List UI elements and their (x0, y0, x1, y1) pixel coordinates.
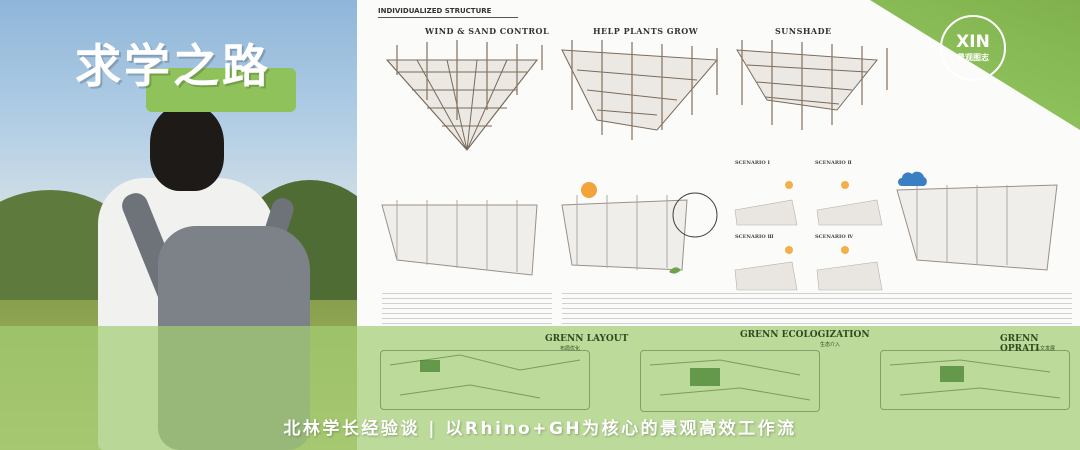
title-highlight (146, 68, 296, 112)
paragraph-block (382, 293, 552, 325)
person-head (150, 105, 224, 191)
structure-drawings (381, 40, 1058, 291)
site-map (880, 350, 1070, 410)
site-map (640, 350, 820, 412)
footer-caption: 北林学长经验谈 | 以Rhino+GH为核心的景观高效工作流 (283, 419, 797, 439)
panel-title-sunshade: SUNSHADE (775, 26, 832, 36)
section-subtitle-ecology: 生态介入 (820, 342, 841, 348)
site-map (380, 350, 590, 410)
divider (378, 17, 518, 18)
paragraph-block (902, 293, 1072, 325)
cover-title: 求学之路 (75, 39, 271, 93)
scenario-label: SCENARIO Ⅲ (735, 234, 774, 240)
panel-title-plants: HELP PLANTS GROW (593, 26, 699, 36)
paragraph-block (562, 293, 732, 325)
panel-title-wind: WIND & SAND CONTROL (425, 26, 550, 36)
section-subtitle-layout: 布局优化 (560, 346, 581, 352)
section-title-ecology: GRENN ECOLOGIZATION (740, 330, 870, 340)
badge-sub-text: 景观图志 (957, 53, 989, 62)
section-title-layout: GRENN LAYOUT (545, 334, 629, 344)
poster-section-title: INDIVIDUALIZED STRUCTURE (378, 7, 492, 15)
badge-main-text: XIN (956, 32, 990, 52)
scenario-label: SCENARIO Ⅰ (735, 160, 770, 166)
scenario-label: SCENARIO Ⅳ (815, 234, 854, 240)
scenario-label: SCENARIO Ⅱ (815, 160, 852, 166)
section-subtitle-opration: 人文发展 (1035, 346, 1056, 352)
brand-badge: XIN 景观图志 (940, 15, 1006, 81)
section-title-opration: GRENN OPRATI (1000, 334, 1040, 354)
paragraph-block (732, 293, 902, 325)
